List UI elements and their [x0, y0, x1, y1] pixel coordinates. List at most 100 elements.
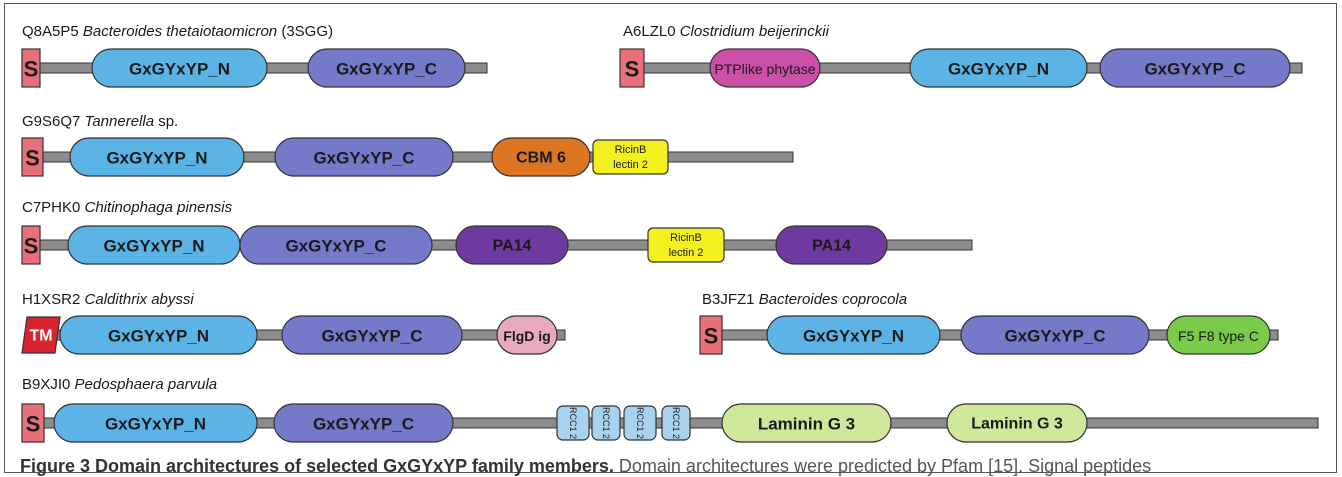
domain-s: S — [21, 48, 41, 88]
domain-shape — [946, 403, 1088, 443]
organism-suffix: (3SGG) — [277, 23, 333, 40]
organism: Pedosphaera parvula — [75, 376, 218, 393]
domain-shape — [647, 227, 725, 263]
domain-s: S — [21, 225, 41, 265]
domain-flgd-ig: FlgD ig — [496, 315, 558, 355]
domain-gxgyxyp-n: GxGYxYP_N — [53, 403, 258, 443]
domain-gxgyxyp-n: GxGYxYP_N — [766, 315, 941, 355]
domain-label: RicinB — [615, 144, 647, 156]
domain-cbm-6: CBM 6 — [491, 137, 591, 177]
protein-label: Q8A5P5 Bacteroides thetaiotaomicron (3SG… — [22, 23, 333, 40]
domain-shape — [591, 405, 621, 441]
domain-label: PTPlike phytase — [714, 61, 815, 77]
accession: Q8A5P5 — [22, 23, 83, 40]
domain-shape — [592, 139, 669, 175]
domain-rcc1-2: RCC1 2 — [661, 405, 691, 441]
organism: Bacteroides coprocola — [759, 291, 907, 308]
domain-label: GxGYxYP_C — [321, 327, 422, 346]
domain-shape — [53, 403, 258, 443]
domain-gxgyxyp-n: GxGYxYP_N — [59, 315, 258, 355]
organism-suffix: sp. — [154, 113, 178, 130]
domain-shape — [21, 137, 44, 177]
domain-pa14: PA14 — [775, 225, 888, 265]
domain-gxgyxyp-c: GxGYxYP_C — [1099, 48, 1291, 88]
domain-label: GxGYxYP_N — [105, 415, 206, 434]
organism: Tannerella — [85, 113, 155, 130]
domain-tm: TM — [21, 316, 61, 354]
domain-label: PA14 — [812, 238, 851, 255]
domain-shape — [960, 315, 1150, 355]
domain-label: RCC1 2 — [671, 407, 681, 439]
domain-label: GxGYxYP_C — [285, 237, 386, 256]
figure-caption-text: Domain architectures were predicted by P… — [613, 456, 1152, 476]
domain-shape — [69, 137, 245, 177]
accession: B9XJI0 — [22, 376, 75, 393]
domain-shape — [709, 48, 821, 88]
domain-label: Laminin G 3 — [971, 416, 1063, 433]
accession: H1XSR2 — [22, 291, 85, 308]
domain-shape — [1166, 315, 1271, 355]
accession: C7PHK0 — [22, 199, 85, 216]
domain-shape — [556, 405, 590, 441]
figure-frame — [4, 3, 1337, 473]
domain-shape — [721, 403, 892, 443]
organism: Bacteroides thetaiotaomicron — [83, 23, 277, 40]
domain-label: S — [25, 146, 40, 171]
domain-shape — [274, 137, 454, 177]
domain-shape — [59, 315, 258, 355]
domain-label: GxGYxYP_C — [1144, 60, 1245, 79]
domain-label: GxGYxYP_C — [313, 415, 414, 434]
domain-label: S — [24, 57, 39, 82]
protein-label: B9XJI0 Pedosphaera parvula — [22, 376, 217, 393]
domain-label: lectin 2 — [613, 159, 648, 171]
domain-s: S — [21, 137, 44, 177]
domain-label: GxGYxYP_C — [313, 149, 414, 168]
domain-label: GxGYxYP_C — [1004, 327, 1105, 346]
domain-label: GxGYxYP_C — [336, 60, 437, 79]
domain-rcc1-2: RCC1 2 — [623, 405, 657, 441]
domain-label: lectin 2 — [669, 247, 704, 259]
domain-label: FlgD ig — [503, 328, 550, 344]
domain-laminin-g-3: Laminin G 3 — [946, 403, 1088, 443]
domain-shape — [273, 403, 454, 443]
protein-label: C7PHK0 Chitinophaga pinensis — [22, 199, 233, 216]
domain-shape — [455, 225, 569, 265]
domain-ricinb-lectin-2: RicinB lectin 2 — [592, 139, 669, 175]
domain-shape — [491, 137, 591, 177]
protein-label: B3JFZ1 Bacteroides coprocola — [702, 291, 907, 308]
domain-shape — [775, 225, 888, 265]
domain-s: S — [619, 48, 645, 88]
domain-shape — [21, 316, 61, 354]
domain-label: GxGYxYP_N — [948, 60, 1049, 79]
domain-label: PA14 — [493, 238, 532, 255]
domain-gxgyxyp-c: GxGYxYP_C — [307, 48, 466, 88]
organism: Chitinophaga pinensis — [85, 199, 233, 216]
domain-label: RicinB — [670, 232, 702, 244]
domain-shape — [766, 315, 941, 355]
domain-gxgyxyp-n: GxGYxYP_N — [69, 137, 245, 177]
domain-label: F5 F8 type C — [1178, 328, 1259, 344]
domain-rcc1-2: RCC1 2 — [591, 405, 621, 441]
domain-ptplike-phytase: PTPlike phytase — [709, 48, 821, 88]
domain-shape — [699, 315, 723, 355]
protein-q8a5p5: Q8A5P5 Bacteroides thetaiotaomicron (3SG… — [21, 23, 488, 88]
accession: A6LZL0 — [623, 23, 680, 40]
domain-gxgyxyp-c: GxGYxYP_C — [273, 403, 454, 443]
domain-shape — [619, 48, 645, 88]
domain-shape — [21, 225, 41, 265]
domain-shape — [239, 225, 433, 265]
domain-shape — [281, 315, 463, 355]
domain-label: RCC1 2 — [601, 407, 611, 439]
domain-label: GxGYxYP_N — [103, 237, 204, 256]
protein-label: A6LZL0 Clostridium beijerinckii — [623, 23, 830, 40]
domain-gxgyxyp-c: GxGYxYP_C — [281, 315, 463, 355]
domain-label: TM — [29, 328, 52, 345]
domain-laminin-g-3: Laminin G 3 — [721, 403, 892, 443]
domain-label: S — [24, 234, 39, 259]
domain-shape — [21, 403, 45, 443]
domain-gxgyxyp-n: GxGYxYP_N — [91, 48, 268, 88]
domain-shape — [496, 315, 558, 355]
accession: B3JFZ1 — [702, 291, 759, 308]
domain-rcc1-2: RCC1 2 — [556, 405, 590, 441]
